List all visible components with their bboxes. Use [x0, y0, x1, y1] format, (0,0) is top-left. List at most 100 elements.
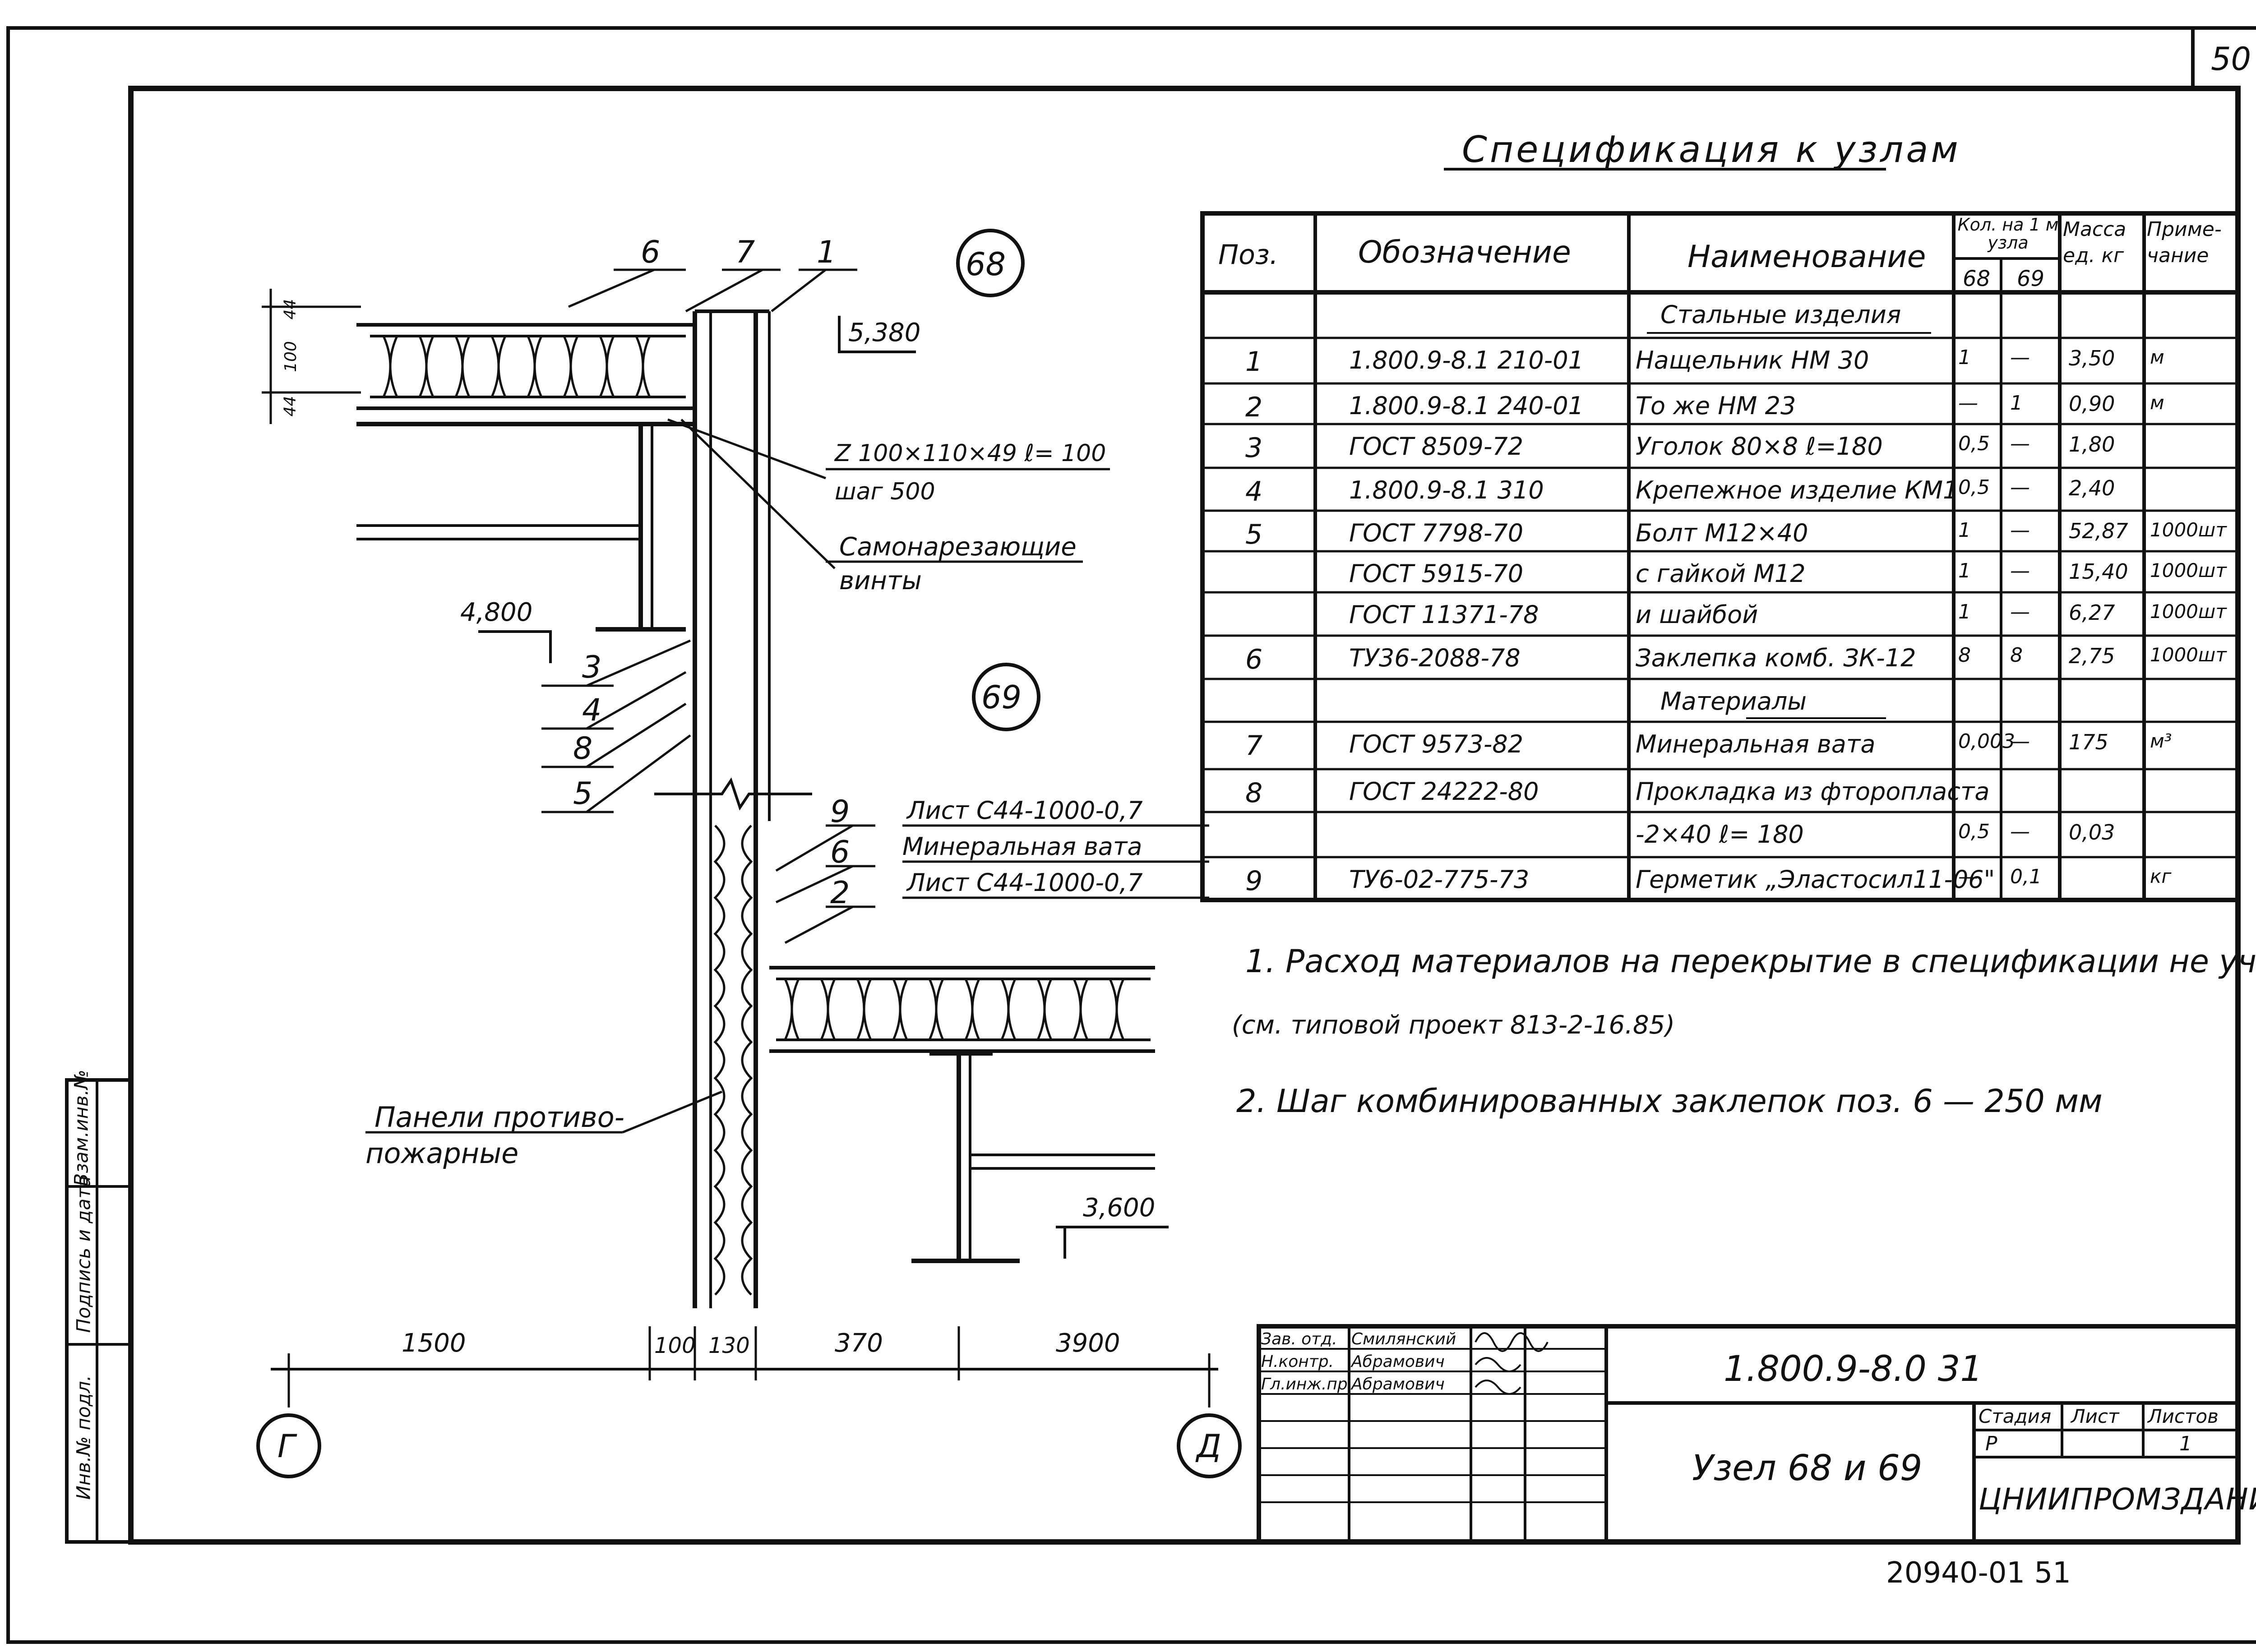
spec-cell-mass: 6,27 — [2069, 600, 2115, 625]
note-2: 2. Шаг комбинированных заклепок поз. 6 —… — [1236, 1083, 2103, 1120]
spec-cell-designation: ГОСТ 5915-70 — [1349, 559, 1524, 588]
dim-100: 100 — [281, 341, 300, 372]
sheet-number: 50 — [2211, 41, 2251, 78]
spec-cell-name: Материалы — [1660, 687, 1807, 715]
spec-cell-name: и шайбой — [1636, 600, 1758, 629]
spec-cell-q69: — — [2010, 476, 2030, 499]
tb-sheet-label: Лист — [2071, 1405, 2119, 1427]
spec-cell-designation: 1.800.9-8.1 240-01 — [1349, 392, 1584, 420]
spec-cell-q68: 0,5 — [1958, 476, 1990, 499]
spec-cell-q68: 1 — [1958, 559, 1971, 582]
layer-label-3: Лист С44-1000-0,7 — [907, 868, 1143, 897]
spec-cell-q69: 1 — [2010, 392, 2023, 415]
spec-cell-q69: — — [2010, 820, 2030, 843]
spec-cell-note: м³ — [2150, 730, 2172, 752]
spec-cell-designation: ТУ36-2088-78 — [1349, 644, 1521, 672]
side-stamp-1: Взам.инв.№ — [70, 1070, 92, 1186]
spec-cell-name: Нащельник НМ 30 — [1636, 346, 1869, 374]
tb-name-3: Абрамович — [1351, 1375, 1445, 1394]
spec-cell-q68: 1 — [1958, 519, 1971, 542]
note-1-ref: (см. типовой проект 813-2-16.85) — [1232, 1011, 1675, 1040]
callout-2-mid: 2 — [830, 875, 850, 911]
spec-cell-mass: 2,40 — [2069, 476, 2115, 500]
callout-5: 5 — [573, 776, 593, 812]
spec-cell-name: Минеральная вата — [1636, 730, 1876, 758]
callout-9: 9 — [830, 794, 850, 830]
tb-organization: ЦНИИПРОМЗДАНИЙ — [1979, 1482, 2256, 1517]
spec-cell-q69: — — [2010, 432, 2030, 455]
tb-title: Узел 68 и 69 — [1692, 1448, 1923, 1489]
spec-cell-mass: 52,87 — [2069, 519, 2128, 543]
tb-sheets-label: Листов — [2148, 1405, 2219, 1427]
spec-cell-pos: 8 — [1245, 777, 1263, 809]
spec-cell-mass: 0,03 — [2069, 820, 2115, 844]
spec-cell-q68: — — [1958, 865, 1978, 888]
side-stamp-3: Инв.№ подл. — [72, 1375, 95, 1500]
spec-cell-mass: 3,50 — [2069, 346, 2115, 370]
spec-cell-designation: ГОСТ 24222-80 — [1349, 777, 1539, 806]
layer-label-2: Минеральная вата — [902, 832, 1142, 861]
tb-name-1: Смилянский — [1351, 1330, 1456, 1348]
axis-g-label: Г — [277, 1428, 295, 1465]
dim-1500: 1500 — [402, 1329, 466, 1358]
spec-cell-name: Болт М12×40 — [1636, 519, 1808, 547]
dim-130: 130 — [708, 1333, 750, 1358]
tb-role-3: Гл.инж.пр. — [1261, 1375, 1353, 1394]
spec-cell-q69: — — [2010, 730, 2030, 753]
spec-cell-q68: 1 — [1958, 346, 1971, 369]
spec-cell-pos: 2 — [1245, 392, 1263, 423]
spec-cell-q69: — — [2010, 346, 2030, 369]
panels-label-2: пожарные — [365, 1137, 519, 1170]
dim-100-bottom: 100 — [654, 1333, 696, 1358]
spec-cell-designation: 1.800.9-8.1 310 — [1349, 476, 1544, 504]
spec-cell-q69: 8 — [2010, 644, 2023, 667]
node-drawing — [256, 229, 1242, 1478]
header-qty-68: 68 — [1963, 266, 1991, 291]
tb-name-2: Абрамович — [1351, 1352, 1445, 1371]
spec-table-grid — [1200, 211, 2241, 902]
spec-cell-q69: — — [2010, 559, 2030, 582]
spec-cell-name: То же НМ 23 — [1636, 392, 1796, 420]
spec-cell-designation: ТУ6-02-775-73 — [1349, 865, 1530, 894]
header-note: Приме- чание — [2147, 218, 2222, 267]
spec-cell-mass: 15,40 — [2069, 559, 2128, 584]
z-profile-label: Z 100×110×49 ℓ= 100 — [835, 440, 1106, 467]
elevation-3600: 3,600 — [1083, 1193, 1156, 1223]
elevation-4800: 4,800 — [460, 598, 533, 627]
tb-role-1: Зав. отд. — [1261, 1330, 1337, 1348]
callout-1-top: 1 — [817, 235, 837, 270]
dim-370: 370 — [835, 1329, 883, 1358]
elevation-5380: 5,380 — [848, 318, 921, 347]
spec-cell-pos: 6 — [1245, 644, 1263, 675]
bottom-number: 20940-01 51 — [1886, 1556, 2071, 1590]
spec-cell-note: 1000шт — [2150, 644, 2227, 666]
spec-cell-q68: 1 — [1958, 600, 1971, 623]
spec-cell-designation: 1.800.9-8.1 210-01 — [1349, 346, 1584, 374]
spec-cell-note: м — [2150, 392, 2164, 414]
dim-3900: 3900 — [1056, 1329, 1120, 1358]
spec-cell-note: 1000шт — [2150, 600, 2227, 623]
dim-44-bottom: 44 — [281, 396, 300, 417]
z-step-label: шаг 500 — [835, 478, 935, 505]
spec-cell-name: Герметик „Эластосил11-06" — [1636, 865, 1995, 894]
layer-label-1: Лист С44-1000-0,7 — [907, 796, 1143, 825]
spec-cell-designation: ГОСТ 8509-72 — [1349, 432, 1524, 461]
callout-8: 8 — [573, 731, 593, 766]
spec-cell-q69: 0,1 — [2010, 865, 2042, 888]
header-mass: Масса ед. кг — [2063, 218, 2127, 267]
spec-cell-name: Заклепка комб. ЗК-12 — [1636, 644, 1916, 672]
node-label-68: 68 — [966, 246, 1006, 283]
spec-cell-q69: — — [2010, 519, 2030, 542]
spec-cell-mass: 175 — [2069, 730, 2108, 754]
callout-6-mid: 6 — [830, 835, 850, 870]
spec-cell-q69: — — [2010, 600, 2030, 623]
spec-title: Спецификация к узлам — [1462, 129, 1961, 171]
title-block-grid — [1257, 1324, 2240, 1544]
header-name: Наименование — [1687, 239, 1926, 275]
axis-d-label: Д — [1197, 1428, 1221, 1465]
header-qty: Кол. на 1 м узла — [1957, 215, 2059, 253]
spec-cell-q68: 0,5 — [1958, 820, 1990, 843]
dim-44-top: 44 — [281, 299, 300, 320]
spec-cell-q68: 0,003 — [1958, 730, 2015, 753]
